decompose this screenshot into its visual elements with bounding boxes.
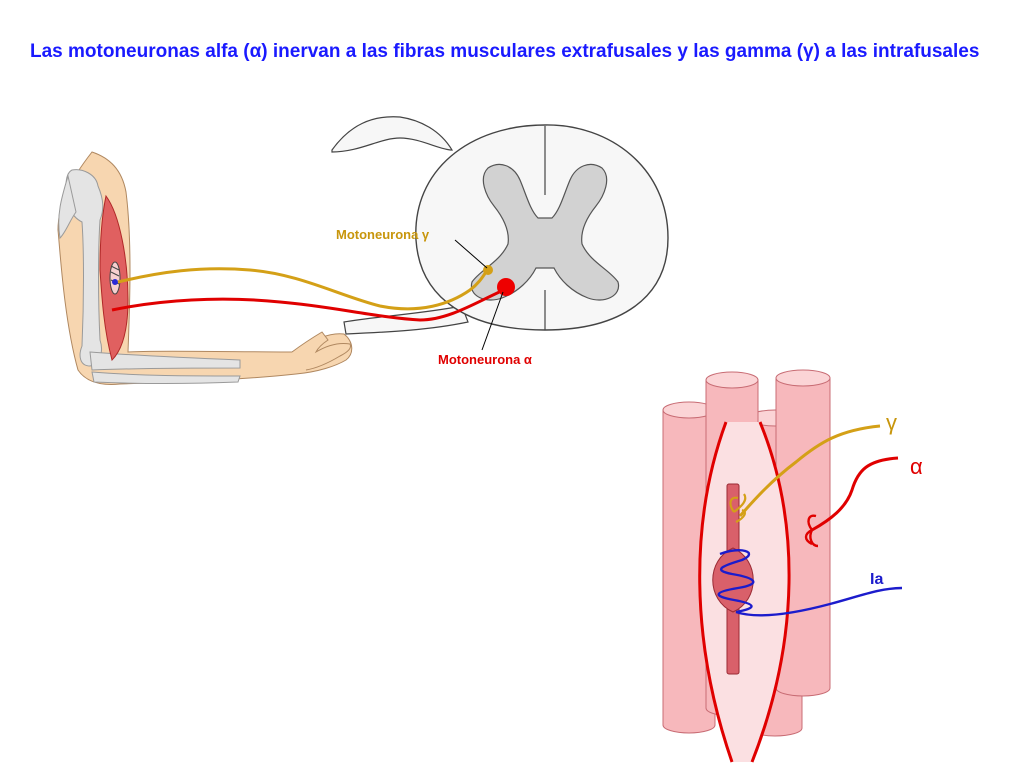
ia-label: Ia [870,571,883,588]
alpha-label-leader [481,291,504,351]
intrafusal-nuclear-bag [712,547,754,613]
alpha-nerve-fiber [111,288,505,322]
arm-muscle-spindle [109,261,121,295]
gamma-motoneuron-body [483,265,493,275]
ia-afferent-fiber [735,586,903,617]
alpha-efferent-fiber [811,456,899,532]
gamma-label-leader [454,239,488,269]
grey-matter [470,163,620,301]
ia-annulospiral-ending [717,549,755,614]
forearm-bone-lower [91,371,241,384]
gamma-efferent-fiber [738,424,881,517]
hand [291,331,351,371]
shoulder-bone [58,174,77,240]
alpha-motoneuron-label: Motoneurona α [438,352,532,367]
spinal-cord-section [331,116,669,335]
gamma-symbol-label: γ [886,410,897,435]
spindle-capsule-left [698,421,734,763]
slide-title: Las motoneuronas alfa (α) inervan a las … [30,41,980,62]
gamma-motoneuron-label: Motoneurona γ [336,227,430,242]
spindle-capsule-right [750,421,791,763]
muscle-spindle-detail: γ α Ia [662,369,923,763]
dorsal-root [331,116,454,153]
gamma-motor-ending [729,493,747,523]
arm-illustration [57,151,353,385]
alpha-symbol-label: α [910,454,923,479]
forearm-bones [89,351,241,371]
alpha-motor-ending [804,514,819,548]
gamma-nerve-fiber [117,267,488,311]
alpha-motoneuron-body [497,278,515,296]
